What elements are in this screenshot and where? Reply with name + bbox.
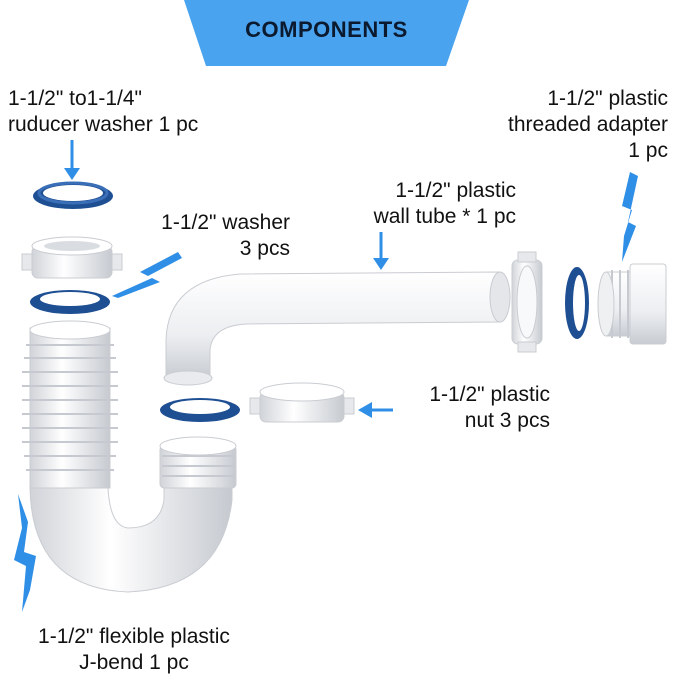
washer-part-right: [565, 267, 589, 339]
washer-part-middle: [160, 398, 240, 422]
label-washer: 1-1/2" washer 3 pcs: [161, 211, 290, 260]
label-wall-tube: 1-1/2" plastic wall tube * 1 pc: [373, 179, 516, 228]
label-j-bend: 1-1/2" flexible plastic J-bend 1 pc: [38, 625, 230, 674]
arrowhead-icon: [373, 258, 389, 270]
label-nut: 1-1/2" plastic nut 3 pcs: [429, 383, 550, 432]
banner-shape: [184, 0, 469, 66]
slip-nut-part-middle: [249, 382, 355, 423]
banner-title: COMPONENTS: [245, 17, 408, 42]
arrowhead-icon: [358, 402, 372, 418]
slip-nut-part-left: [21, 236, 123, 279]
arrow-icons: [14, 140, 638, 612]
washer-part-left: [30, 290, 110, 314]
j-bend-part: [22, 320, 237, 593]
components-banner: COMPONENTS: [184, 0, 469, 66]
threaded-adapter-part: [597, 263, 667, 345]
label-threaded-adapter: 1-1/2" plastic threaded adapter 1 pc: [508, 87, 668, 162]
wall-tube-part: [163, 271, 511, 386]
reducer-washer-part: [33, 181, 113, 209]
label-reducer-washer: 1-1/2" to1-1/4" ruducer washer 1 pc: [8, 87, 199, 136]
arrowhead-icon: [64, 168, 80, 180]
slip-nut-part-right: [511, 251, 543, 353]
lightning-icon: [622, 172, 638, 262]
lightning-icon: [112, 252, 182, 298]
lightning-icon: [14, 494, 36, 612]
